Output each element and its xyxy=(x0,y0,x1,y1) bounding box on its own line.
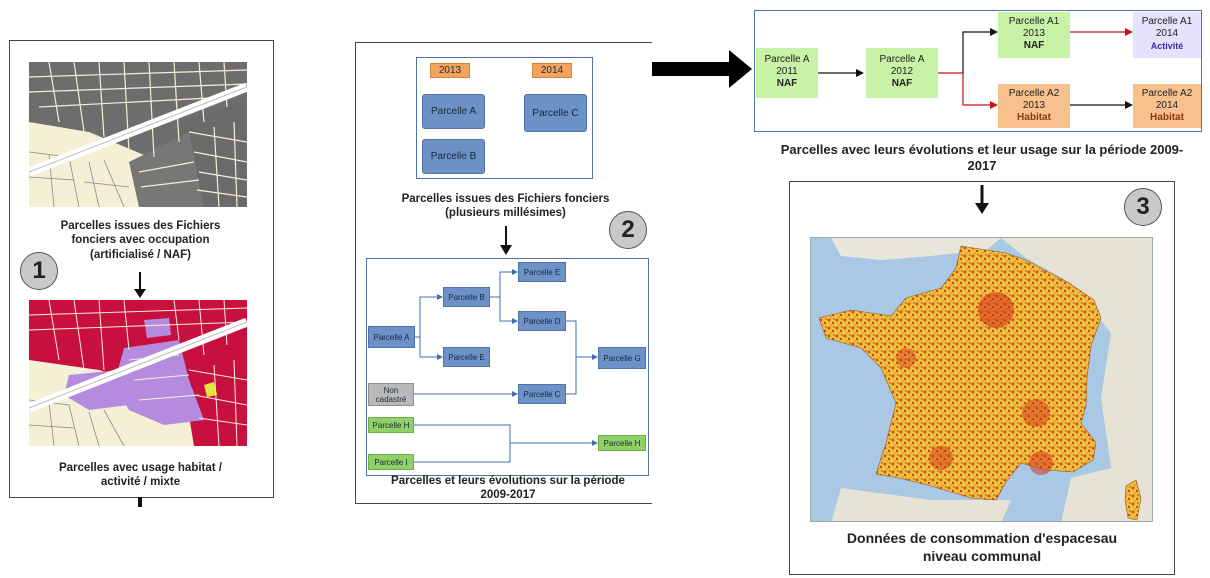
parcel-a-2011-year: 2011 xyxy=(776,66,798,77)
parcel-a-2012-year: 2012 xyxy=(890,66,914,77)
parcel-map-occupation-svg xyxy=(29,62,247,207)
panel-1-caption-top: Parcelles issues des Fichiers fonciers a… xyxy=(60,220,221,261)
parcel-a1-2013-year: 2013 xyxy=(1022,28,1046,39)
parcel-a2-2013: Parcelle A2 2013 Habitat xyxy=(998,84,1070,128)
france-consumption-map xyxy=(810,237,1153,522)
parcel-map-usage xyxy=(29,300,247,446)
parcel-a1-2014-name: Parcelle A1 xyxy=(1141,16,1193,27)
step-1-badge: 1 xyxy=(20,252,58,290)
flow-parcel-c: Parcelle C xyxy=(518,384,566,404)
panel-2-frame-bottom xyxy=(355,503,652,504)
parcel-b-2013: Parcelle B xyxy=(422,139,485,174)
panel-1-caption-bottom: Parcelles avec usage habitat / activité … xyxy=(58,462,222,489)
panel-3-caption-bottom: Données de consommation d'espacesau nive… xyxy=(846,530,1118,564)
flow-parcel-h: Parcelle H xyxy=(368,417,414,433)
parcel-a1-2013-tag: NAF xyxy=(1023,40,1045,51)
flow-parcel-h-out: Parcelle H xyxy=(598,435,646,451)
panel-2-frame-top xyxy=(355,42,652,43)
panel-2-caption-top: Parcelles issues des Fichiers fonciers (… xyxy=(401,193,610,220)
parcel-a2-2013-tag: Habitat xyxy=(1017,112,1051,123)
parcel-map-occupation xyxy=(29,62,247,207)
parcel-a-2011-tag: NAF xyxy=(776,78,798,89)
flow-parcel-d: Parcelle D xyxy=(518,311,566,331)
panel-3-caption-top: Parcelles avec leurs évolutions et leur … xyxy=(780,142,1184,174)
flow-parcel-g: Parcelle G xyxy=(598,347,646,369)
flow-parcel-i: Parcelle I xyxy=(368,454,414,470)
parcel-a2-2014: Parcelle A2 2014 Habitat xyxy=(1133,84,1201,128)
parcel-map-usage-svg xyxy=(29,300,247,446)
year-2014-label: 2014 xyxy=(532,63,572,78)
parcel-a1-2014-year: 2014 xyxy=(1155,28,1179,39)
parcel-a2-2014-name: Parcelle A2 xyxy=(1141,88,1193,99)
step-3-badge: 3 xyxy=(1124,188,1162,226)
year-2013-label: 2013 xyxy=(430,63,470,78)
france-map-svg xyxy=(811,238,1152,521)
parcel-a-2012: Parcelle A 2012 NAF xyxy=(866,48,938,98)
panel-2-caption-bottom: Parcelles et leurs évolutions sur la pér… xyxy=(391,475,625,502)
parcel-a1-2013: Parcelle A1 2013 NAF xyxy=(998,12,1070,58)
parcel-a-2012-tag: NAF xyxy=(891,78,913,89)
parcel-a-2013: Parcelle A xyxy=(422,94,485,129)
parcel-a-2011-name: Parcelle A xyxy=(764,54,810,65)
parcel-a-2012-name: Parcelle A xyxy=(879,54,925,65)
panel-1-tail xyxy=(138,497,142,507)
flow-non-cadastre: Non cadastré xyxy=(368,383,414,406)
parcel-a2-2013-year: 2013 xyxy=(1022,100,1046,111)
step-2-badge: 2 xyxy=(609,211,647,249)
parcel-a-2011: Parcelle A 2011 NAF xyxy=(756,48,818,98)
parcel-a1-2014: Parcelle A1 2014 Activité xyxy=(1133,12,1201,58)
flow-parcel-a: Parcelle A xyxy=(368,326,415,348)
flow-parcel-e-top: Parcelle E xyxy=(518,262,566,282)
flow-parcel-e: Parcelle E xyxy=(443,347,490,367)
panel-2-frame-left xyxy=(355,42,356,504)
parcel-a1-2014-tag: Activité xyxy=(1150,41,1184,51)
parcel-c-2014: Parcelle C xyxy=(524,94,587,132)
parcel-a1-2013-name: Parcelle A1 xyxy=(1008,16,1060,27)
parcel-a2-2013-name: Parcelle A2 xyxy=(1008,88,1060,99)
parcel-a2-2014-tag: Habitat xyxy=(1150,112,1184,123)
parcel-a2-2014-year: 2014 xyxy=(1155,100,1179,111)
flow-parcel-b: Parcelle B xyxy=(443,287,490,307)
